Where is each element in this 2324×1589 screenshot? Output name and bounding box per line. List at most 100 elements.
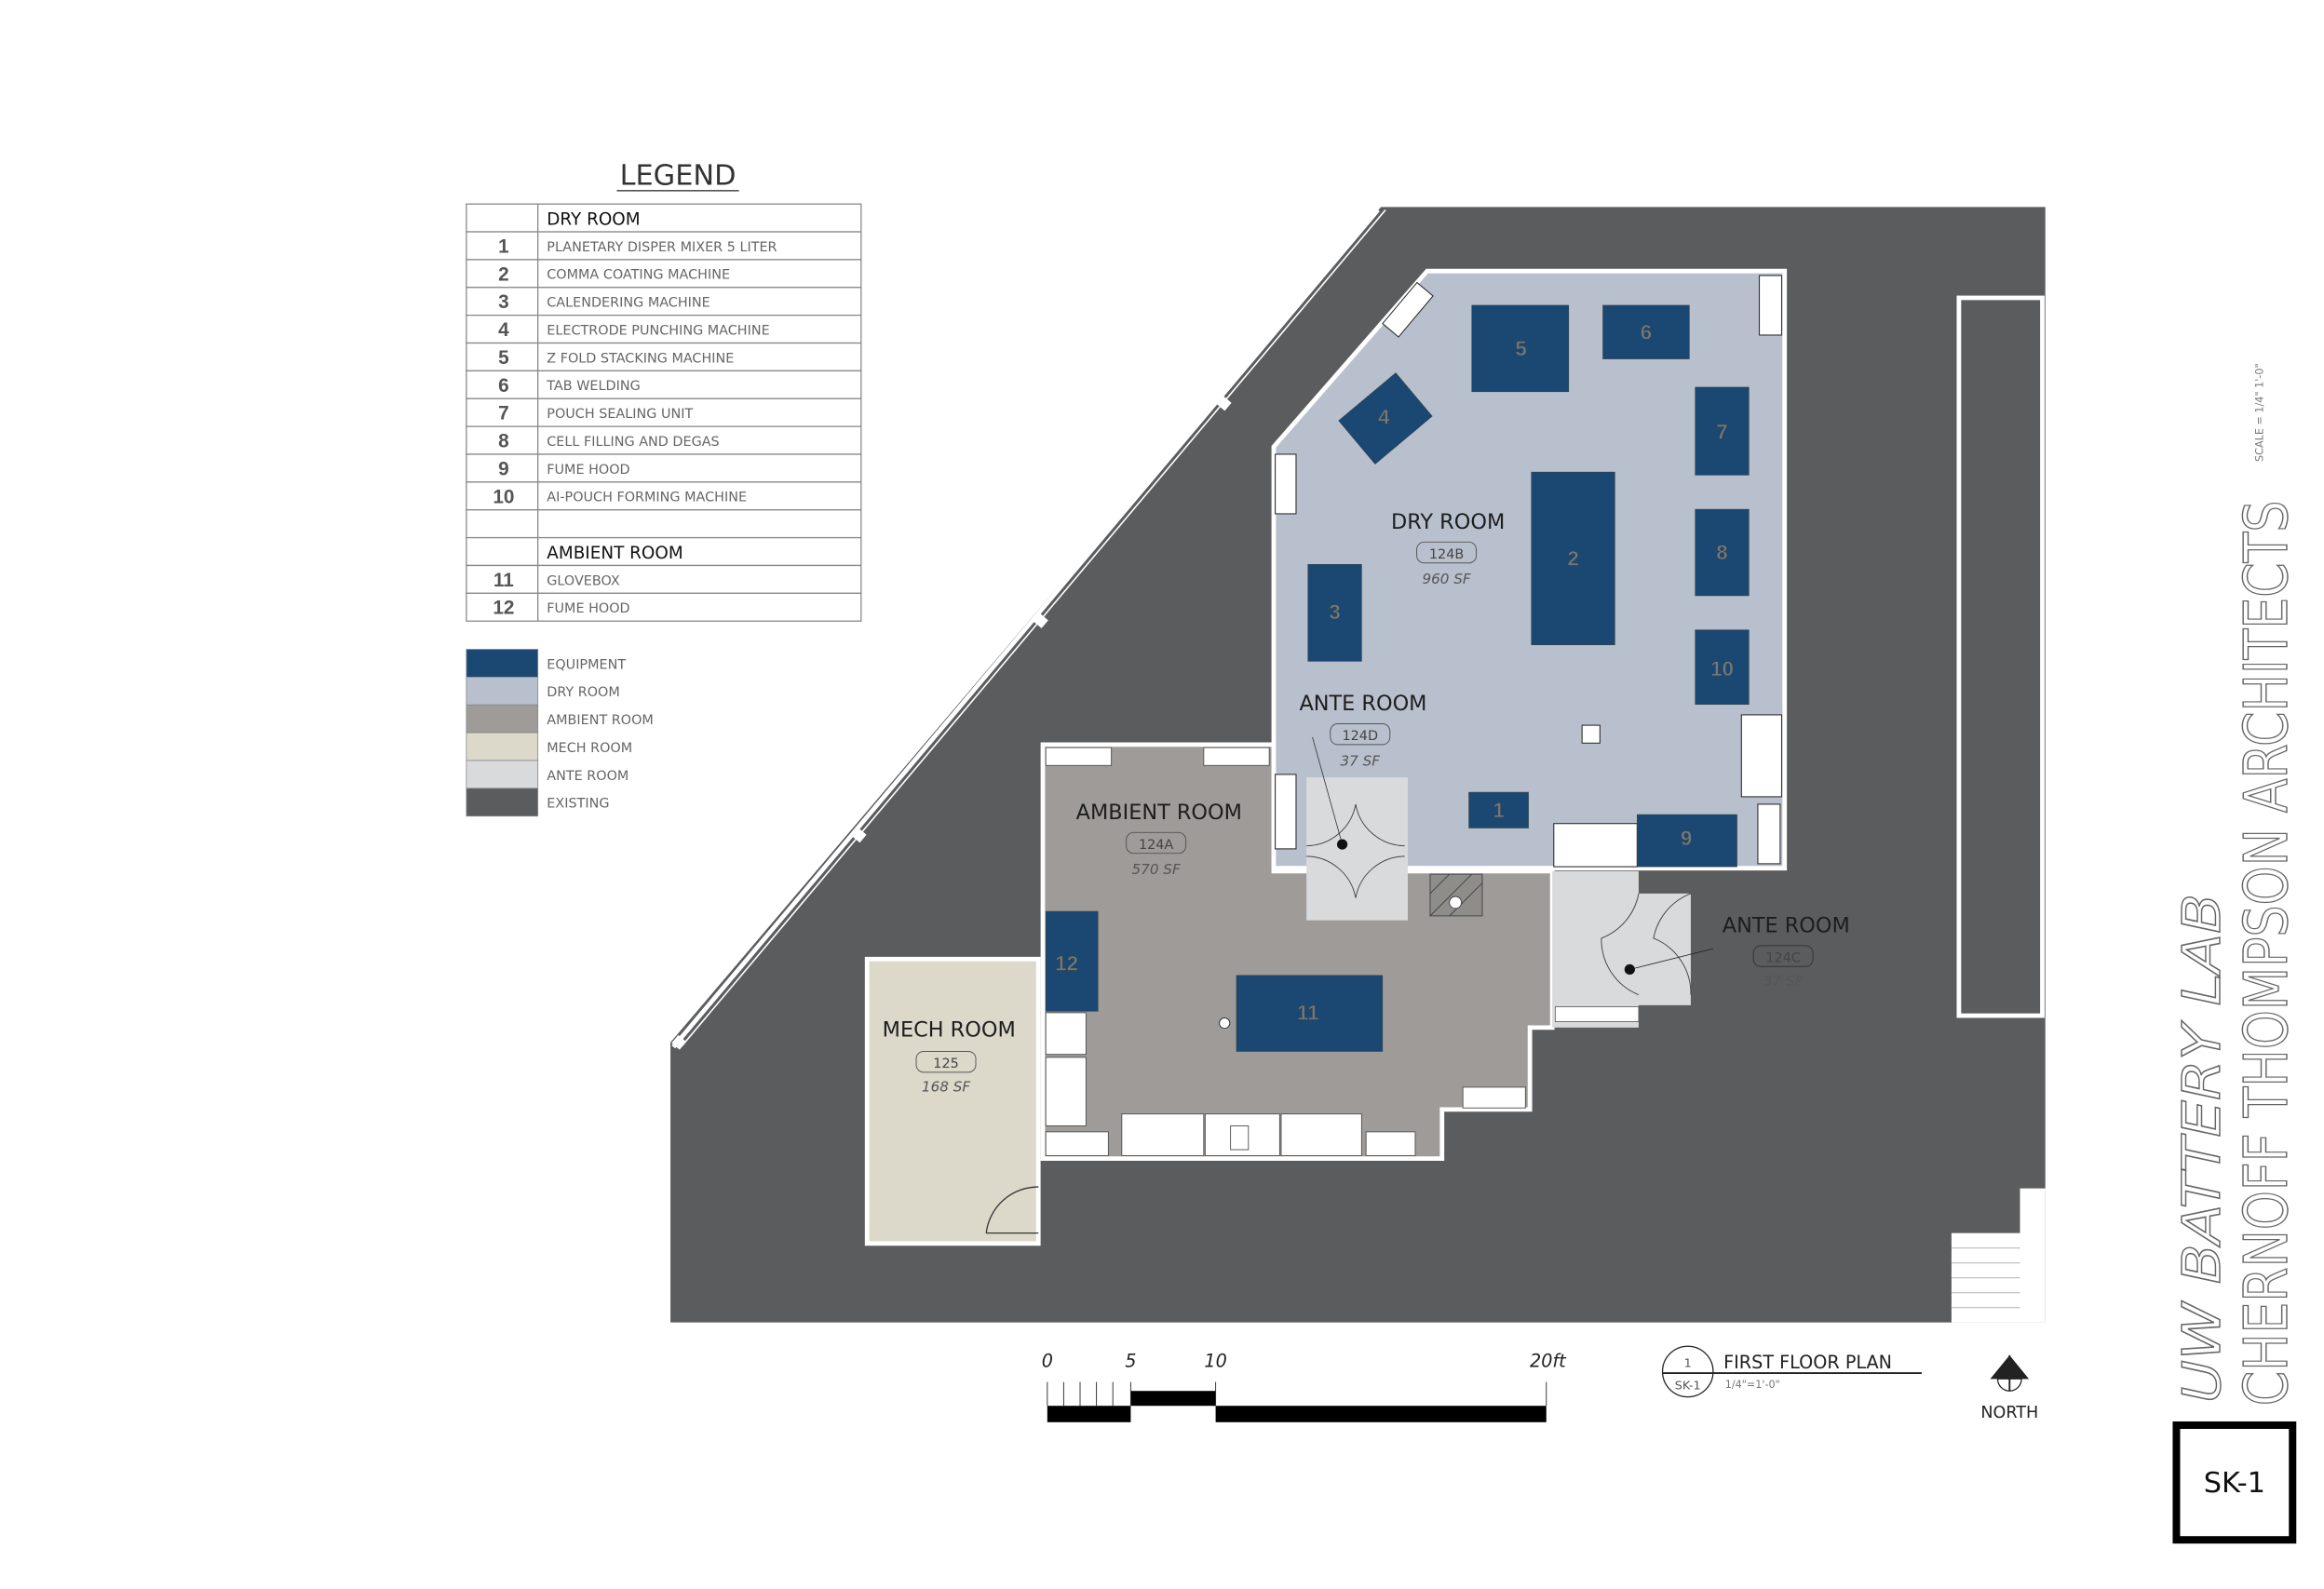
color-legend-label: AMBIENT ROOM [547,713,654,728]
color-swatch [466,760,539,789]
equipment-2[interactable]: 2 [1531,471,1615,646]
legend-row: 7 POUCH SEALING UNIT [466,397,862,427]
color-swatch [466,788,539,817]
legend-item-number: 9 [498,458,509,479]
color-legend-label: EXISTING [547,797,609,812]
legend-item-number: 2 [498,263,509,285]
legend-item-number: 7 [498,403,509,424]
equipment-8[interactable]: 8 [1695,508,1750,597]
legend-heading: AMBIENT ROOM [547,544,682,563]
color-legend-item: EQUIPMENT [466,649,626,678]
legend-item-number: 10 [493,486,514,507]
svg-text:124C: 124C [1765,950,1800,965]
legend-item-label: COMMA COATING MACHINE [547,268,730,283]
equipment-7[interactable]: 7 [1695,386,1750,476]
legend-item-label: TAB WELDING [546,379,640,394]
equipment: 1 2 3 4 5 6 7 8 9 10 11 12 [1045,304,1750,1052]
equipment-12[interactable]: 12 [1045,910,1099,1012]
legend-item-number: 1 [498,236,509,257]
legend-item-label: ELECTRODE PUNCHING MACHINE [547,323,769,338]
svg-text:4: 4 [1378,405,1390,428]
color-legend-item: AMBIENT ROOM [466,704,654,734]
legend-row: 2 COMMA COATING MACHINE [466,259,862,289]
svg-text:1: 1 [1493,799,1504,822]
equipment-10[interactable]: 10 [1695,629,1750,706]
color-legend-label: DRY ROOM [547,685,620,700]
legend-item-label: POUCH SEALING UNIT [547,407,693,422]
sheet-number: SK-1 [2204,1467,2265,1500]
floor-plan: 1 2 3 4 5 6 7 8 9 10 11 12 DRY ROOM 124B… [670,207,2046,1323]
color-legend-item: MECH ROOM [466,732,632,761]
equipment-11[interactable]: 11 [1236,975,1384,1052]
svg-text:37 SF: 37 SF [1763,973,1804,990]
svg-text:124A: 124A [1139,838,1173,853]
legend-section-heading: DRY ROOM [466,203,862,233]
legend-blank-row [466,509,862,539]
svg-text:7: 7 [1716,420,1727,443]
color-legend-label: EQUIPMENT [547,657,626,672]
svg-text:9: 9 [1681,827,1692,850]
equipment-9[interactable]: 9 [1637,814,1737,868]
legend-item-label: FUME HOOD [547,601,629,616]
color-legend-label: MECH ROOM [547,741,632,756]
firm-name: CHERNOFF THOMPSON ARCHITECTS [2233,501,2302,1407]
drawing-sheet-ref: SK-1 [1675,1380,1701,1394]
legend-item-label: CALENDERING MACHINE [547,296,709,311]
equipment-1[interactable]: 1 [1468,791,1529,828]
ante-room-124d [1306,777,1408,921]
scale-label-10: 10 [1204,1351,1226,1372]
legend-item-number: 5 [498,347,509,369]
legend-item-label: Z FOLD STACKING MACHINE [547,351,734,366]
title-block: SCALE = 1/4" 1'-0" UW BATTERY LAB CHERNO… [2171,363,2303,1544]
scale-bar: 0 5 10 20ft [1042,1351,1567,1422]
color-swatch [466,704,539,734]
equipment-6[interactable]: 6 [1602,304,1690,359]
svg-text:124B: 124B [1429,547,1464,562]
legend-item-number: 3 [498,291,509,313]
svg-text:2: 2 [1567,546,1578,570]
svg-text:5: 5 [1515,337,1526,360]
svg-text:8: 8 [1716,541,1727,564]
color-swatch [466,676,539,706]
room-label-mech: MECH ROOM 125 168 SF [883,1017,1016,1095]
svg-text:MECH ROOM: MECH ROOM [883,1017,1016,1042]
legend-item-label: AI-POUCH FORMING MACHINE [547,491,747,505]
ante-room-124c [1552,870,1692,1028]
svg-text:37 SF: 37 SF [1341,752,1381,769]
mech-room [864,956,1041,1246]
svg-text:ANTE ROOM: ANTE ROOM [1723,913,1850,937]
north-label: NORTH [1980,1404,2038,1422]
legend-title: LEGEND [620,159,736,192]
equipment-3[interactable]: 3 [1307,564,1362,662]
svg-text:960 SF: 960 SF [1422,571,1470,587]
legend-item-label: CELL FILLING AND DEGAS [547,435,719,450]
scale-label-5: 5 [1125,1351,1136,1372]
legend-item-number: 11 [493,570,514,591]
legend-item-label: GLOVEBOX [547,573,620,588]
stairs [1951,1188,2046,1323]
equipment-5[interactable]: 5 [1471,304,1570,393]
drawing-scale: 1/4"=1'-0" [1725,1379,1780,1391]
north-arrow-icon [1990,1354,2030,1392]
color-legend-item: EXISTING [466,788,609,817]
shaft [1429,873,1483,917]
legend-row: 11 GLOVEBOX [466,564,862,594]
legend-section-heading: AMBIENT ROOM [466,536,862,567]
project-title: UW BATTERY LAB [2172,894,2233,1403]
scale-label-20: 20ft [1530,1351,1567,1372]
north-arrow: NORTH [1980,1354,2038,1422]
drawing-title: 1 SK-1 FIRST FLOOR PLAN 1/4"=1'-0" [1661,1345,1922,1398]
equipment-4[interactable]: 4 [1338,372,1433,465]
scale-note: SCALE = 1/4" 1'-0" [2253,363,2265,462]
svg-text:124D: 124D [1343,729,1379,744]
svg-text:DRY ROOM: DRY ROOM [1391,510,1505,534]
